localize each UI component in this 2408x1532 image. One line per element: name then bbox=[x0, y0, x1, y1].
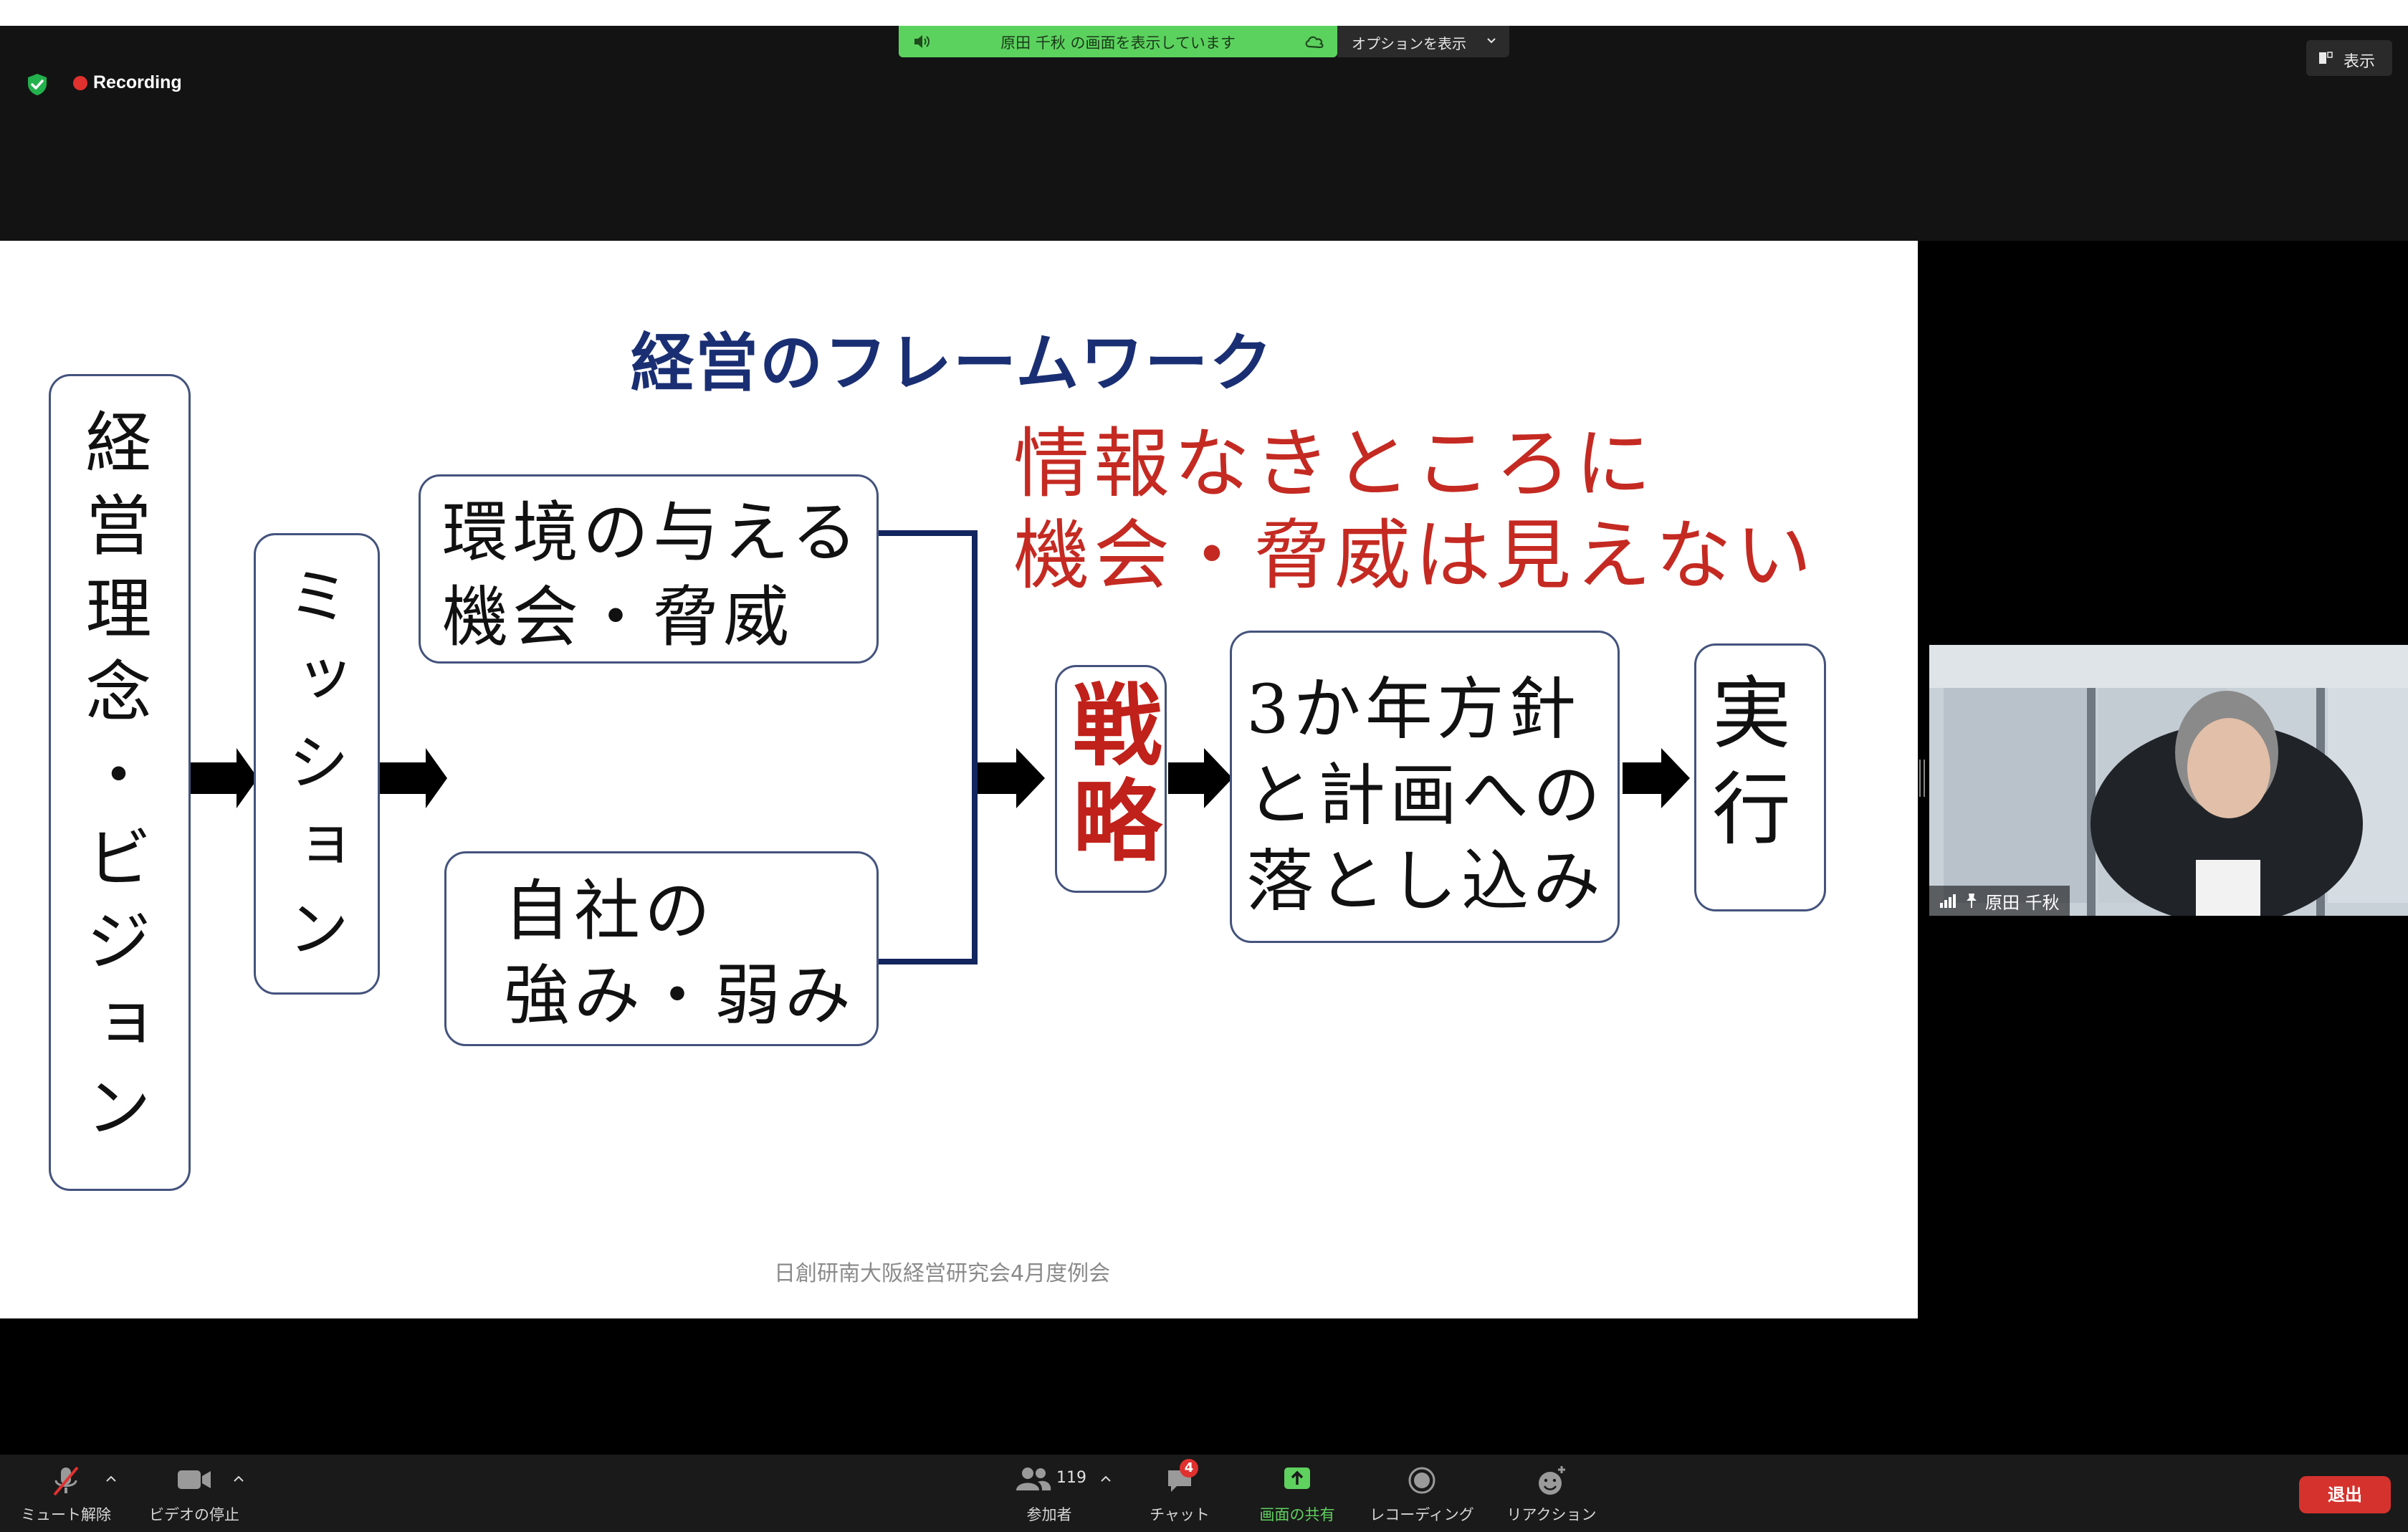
leave-meeting-button[interactable]: 退出 bbox=[2299, 1476, 2391, 1513]
share-screen-icon bbox=[1284, 1468, 1310, 1489]
plan-box: 3か年方針 と計画への 落とし込み bbox=[1230, 631, 1620, 943]
arrow-icon bbox=[380, 748, 447, 808]
view-label: 表示 bbox=[2344, 53, 2376, 71]
unmute-label: ミュート解除 bbox=[21, 1506, 111, 1523]
mission-text: ミッション bbox=[277, 564, 348, 980]
red-note-text: 情報なきところに 機会・脅威は見えない bbox=[1013, 420, 1816, 600]
meeting-toolbar: ミュート解除 ビデオの停止 119 参加者 4 チャット bbox=[0, 1455, 2408, 1532]
arrow-icon bbox=[191, 748, 258, 808]
environment-text: 環境の与える 機会・脅威 bbox=[442, 494, 862, 656]
record-button[interactable]: レコーディング bbox=[1365, 1455, 1479, 1532]
participant-name-label: 原田 千秋 bbox=[1985, 892, 2060, 913]
cloud-icon bbox=[1305, 36, 1324, 49]
chat-label: チャット bbox=[1150, 1506, 1210, 1523]
participants-button[interactable]: 119 参加者 bbox=[999, 1455, 1099, 1532]
chevron-up-icon[interactable] bbox=[232, 1473, 245, 1483]
shared-slide: 経営のフレームワーク 情報なきところに 機会・脅威は見えない 経営理念・ビジョン… bbox=[0, 241, 1918, 1318]
plan-text: 3か年方針 と計画への 落とし込み bbox=[1246, 671, 1605, 921]
bracket-line bbox=[879, 530, 978, 964]
video-camera-icon bbox=[178, 1470, 211, 1489]
top-white-strip bbox=[0, 0, 2408, 26]
stop-video-button[interactable]: ビデオの停止 bbox=[140, 1455, 248, 1532]
view-button[interactable]: 表示 bbox=[2306, 40, 2392, 76]
slide-connectors bbox=[191, 530, 1690, 964]
mission-box: ミッション bbox=[254, 533, 380, 995]
strategy-box: 戦略 bbox=[1055, 665, 1167, 893]
record-icon bbox=[1408, 1467, 1435, 1494]
participants-icon bbox=[1016, 1468, 1051, 1490]
strategy-text: 戦略 bbox=[1057, 679, 1160, 871]
pin-icon bbox=[1967, 894, 1977, 908]
chat-unread-badge: 4 bbox=[1180, 1459, 1198, 1478]
participant-count: 119 bbox=[1056, 1469, 1086, 1487]
share-screen-label: 画面の共有 bbox=[1259, 1506, 1335, 1523]
recording-label[interactable]: Recording bbox=[93, 72, 182, 92]
view-options-button[interactable]: オプションを表示 bbox=[1337, 26, 1509, 57]
speaker-icon[interactable] bbox=[912, 32, 932, 51]
participants-label: 参加者 bbox=[1026, 1506, 1072, 1523]
chevron-down-icon bbox=[1487, 38, 1496, 44]
chevron-up-icon[interactable] bbox=[1099, 1473, 1112, 1483]
record-label: レコーディング bbox=[1370, 1506, 1474, 1523]
participant-video-tile[interactable]: 原田 千秋 bbox=[1929, 645, 2408, 916]
execute-text: 実行 bbox=[1698, 671, 1790, 863]
participant-video bbox=[1929, 645, 2408, 916]
participant-name-tag: 原田 千秋 bbox=[1929, 886, 2070, 916]
share-screen-button[interactable]: 画面の共有 bbox=[1247, 1455, 1347, 1532]
slide-footer: 日創研南大阪経営研究会4月度例会 bbox=[774, 1261, 1111, 1286]
reactions-button[interactable]: リアクション bbox=[1498, 1455, 1605, 1532]
shield-check-icon[interactable] bbox=[24, 72, 50, 97]
self-box: 自社の 強み・弱み bbox=[444, 851, 879, 1046]
slide-title: 経営のフレームワーク bbox=[631, 326, 1274, 400]
arrow-icon bbox=[1168, 748, 1233, 808]
self-text: 自社の 強み・弱み bbox=[504, 873, 856, 1034]
arrow-icon bbox=[978, 748, 1045, 808]
screen-share-banner: 原田 千秋 の画面を表示しています bbox=[899, 26, 1337, 57]
environment-box: 環境の与える 機会・脅威 bbox=[419, 474, 879, 664]
stop-video-label: ビデオの停止 bbox=[149, 1506, 239, 1523]
arrow-icon bbox=[1623, 748, 1690, 808]
philosophy-vision-box: 経営理念・ビジョン bbox=[49, 374, 191, 1191]
reactions-label: リアクション bbox=[1506, 1506, 1597, 1523]
unmute-button[interactable]: ミュート解除 bbox=[7, 1455, 125, 1532]
philosophy-vision-text: 経営理念・ビジョン bbox=[75, 408, 151, 1156]
view-options-label: オプションを表示 bbox=[1352, 35, 1466, 52]
resize-handle[interactable] bbox=[1918, 760, 1926, 797]
signal-strength-icon bbox=[1940, 894, 1956, 908]
share-banner-text: 原田 千秋 の画面を表示しています bbox=[1000, 34, 1236, 52]
recording-dot-icon bbox=[73, 76, 87, 90]
chevron-up-icon[interactable] bbox=[105, 1473, 118, 1483]
emoji-add-icon bbox=[1539, 1466, 1565, 1495]
chat-button[interactable]: 4 チャット bbox=[1137, 1455, 1223, 1532]
microphone-muted-icon bbox=[53, 1466, 79, 1496]
execute-box: 実行 bbox=[1694, 643, 1826, 911]
view-layout-icon bbox=[2319, 52, 2333, 64]
meeting-top-bar: Recording bbox=[0, 26, 2408, 241]
